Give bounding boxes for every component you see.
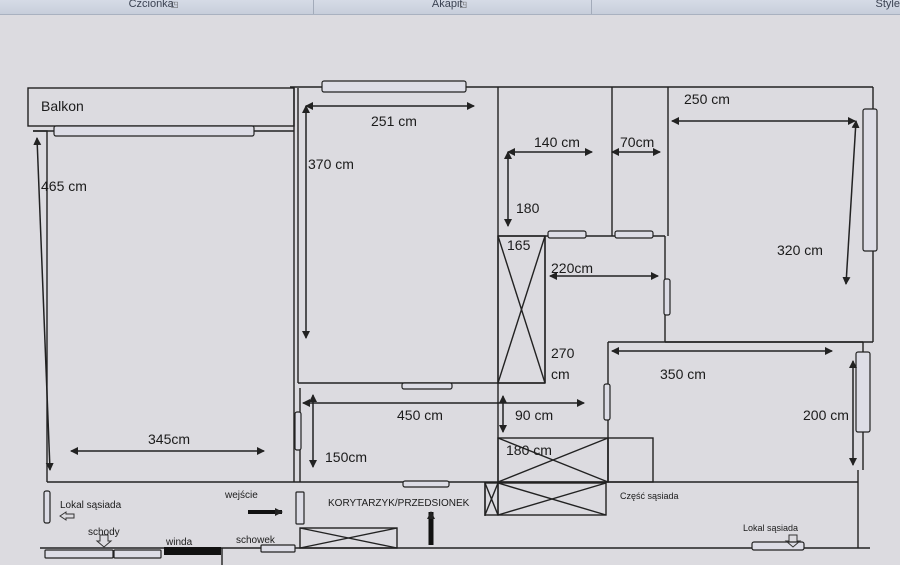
dim-90: 90 cm	[515, 407, 553, 423]
ribbon-group-paragraph-label: Akapit	[431, 0, 463, 10]
dim-250: 250 cm	[684, 91, 730, 107]
label-stairs: schody	[88, 527, 120, 538]
dim-450: 450 cm	[397, 407, 443, 423]
dim-251: 251 cm	[371, 113, 417, 129]
dim-370: 370 cm	[308, 156, 354, 172]
balcony-label: Balkon	[41, 98, 84, 114]
dim-320: 320 cm	[777, 242, 823, 258]
ribbon-group-font[interactable]: Czcionka ◳	[0, 0, 314, 14]
dialog-launcher-icon[interactable]: ◳	[170, 0, 179, 9]
window-top	[321, 80, 467, 93]
dim-140: 140 cm	[534, 134, 580, 150]
label-elevator: winda	[165, 537, 193, 548]
storage-box	[299, 527, 398, 549]
ribbon-group-styles[interactable]: Style	[592, 0, 900, 14]
floor-plan: Balkon 465 cm 345cm 370 cm 251 cm 140 cm…	[27, 80, 878, 565]
window-balcony	[53, 125, 255, 137]
dim-270: 270	[551, 345, 575, 361]
dim-350: 350 cm	[660, 366, 706, 382]
dim-165: 165	[507, 237, 531, 253]
dim-200: 200 cm	[803, 407, 849, 423]
ribbon-group-styles-label: Style	[875, 0, 900, 10]
label-neighbor-right: Lokal sąsiada	[743, 523, 798, 533]
label-corridor: KORYTARZYK/PRZEDSIONEK	[328, 498, 470, 509]
dim-180-vertical: 180	[516, 200, 540, 216]
dialog-launcher-icon[interactable]: ◳	[459, 0, 468, 9]
label-entrance: wejście	[224, 490, 258, 501]
ribbon-bar: Czcionka ◳ Akapit ◳ Style	[0, 0, 900, 15]
elevator-mark	[164, 547, 221, 555]
window-right-top	[862, 108, 878, 252]
arrow-down-icon	[95, 534, 113, 548]
label-storage: schowek	[236, 535, 276, 546]
dim-70: 70cm	[620, 134, 654, 150]
dim-150: 150cm	[325, 449, 367, 465]
dim-465: 465 cm	[41, 178, 87, 194]
arrow-left-icon	[59, 511, 75, 521]
dimension-lines	[33, 102, 860, 471]
label-neighbor-part: Część sąsiada	[620, 491, 679, 501]
closet-165	[497, 235, 546, 384]
windows	[43, 80, 878, 559]
ribbon-group-paragraph[interactable]: Akapit ◳	[314, 0, 592, 14]
dim-180-horizontal: 180 cm	[506, 442, 552, 458]
arrow-down-icon	[784, 534, 802, 548]
label-neighbor-left: Lokal sąsiada	[60, 500, 122, 511]
walls	[27, 86, 874, 565]
dim-270-unit: cm	[551, 366, 570, 382]
window-right-bottom	[855, 351, 871, 433]
dim-220: 220cm	[551, 260, 593, 276]
ribbon-group-font-label: Czcionka	[128, 0, 174, 10]
dim-345: 345cm	[148, 431, 190, 447]
